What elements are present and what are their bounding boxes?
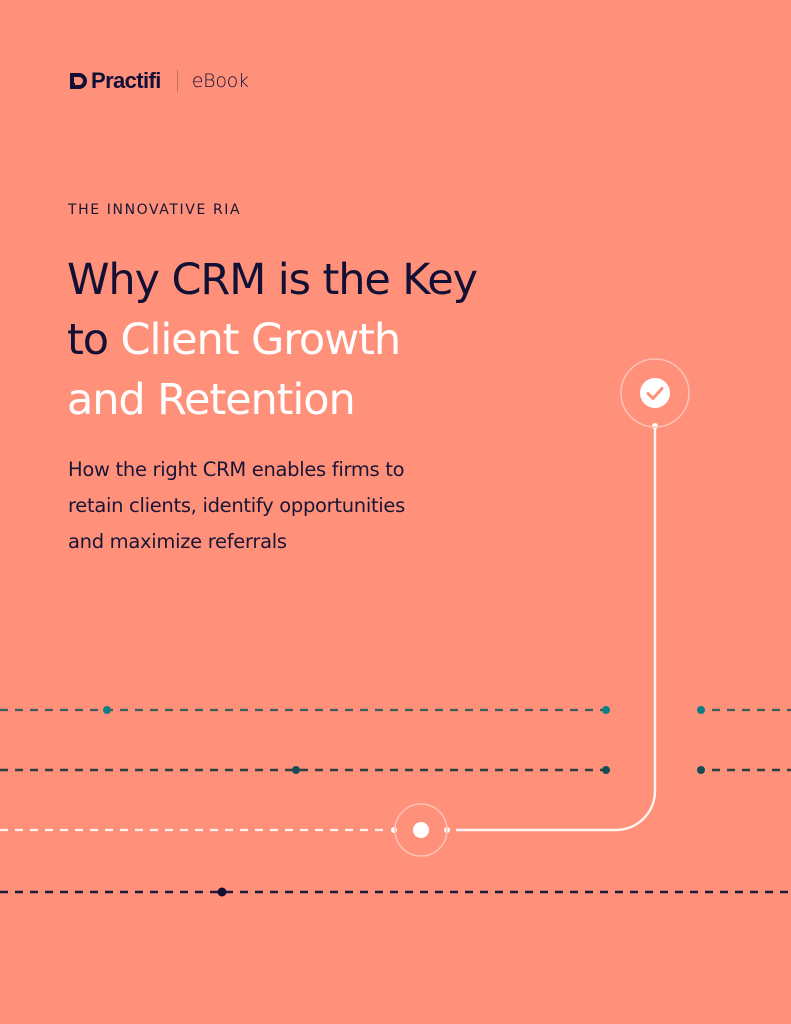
brand-name: Practifi [91, 68, 161, 93]
check-circle-icon [620, 358, 690, 428]
subtitle: How the right CRM enables firms to retai… [68, 452, 508, 560]
subtitle-line-1: How the right CRM enables firms to [68, 458, 405, 481]
document-type-label: eBook [191, 70, 249, 92]
brand-header: Practifi eBook [68, 66, 249, 96]
title-line-1: Why CRM is the Key [67, 255, 478, 305]
node-dot-icon [292, 766, 300, 774]
node-circle-icon [413, 822, 429, 838]
node-dot-icon [602, 706, 610, 714]
title-line-3-highlight: and Retention [67, 375, 356, 425]
node-dot-icon [697, 766, 705, 774]
subtitle-line-2: retain clients, identify opportunities [68, 494, 405, 517]
practifi-logo-icon [70, 73, 87, 89]
dashed-line-row-2 [0, 766, 791, 774]
node-dot-icon [217, 887, 227, 897]
node-dot-icon [697, 706, 705, 714]
white-path-row-3 [0, 423, 658, 857]
node-dot-icon [602, 766, 610, 774]
brand-divider [176, 70, 178, 92]
node-ring-icon [394, 803, 448, 857]
eyebrow-label: THE INNOVATIVE RIA [68, 202, 242, 218]
dashed-line-row-1 [0, 706, 791, 714]
dashed-line-row-4 [0, 887, 791, 897]
title-line-2-highlight: Client Growth [120, 315, 402, 365]
title-line-2-dark: to [67, 315, 109, 365]
page-title: Why CRM is the Key to Client Growth and … [67, 250, 478, 430]
subtitle-line-3: and maximize referrals [68, 530, 287, 553]
node-dot-icon [103, 706, 111, 714]
